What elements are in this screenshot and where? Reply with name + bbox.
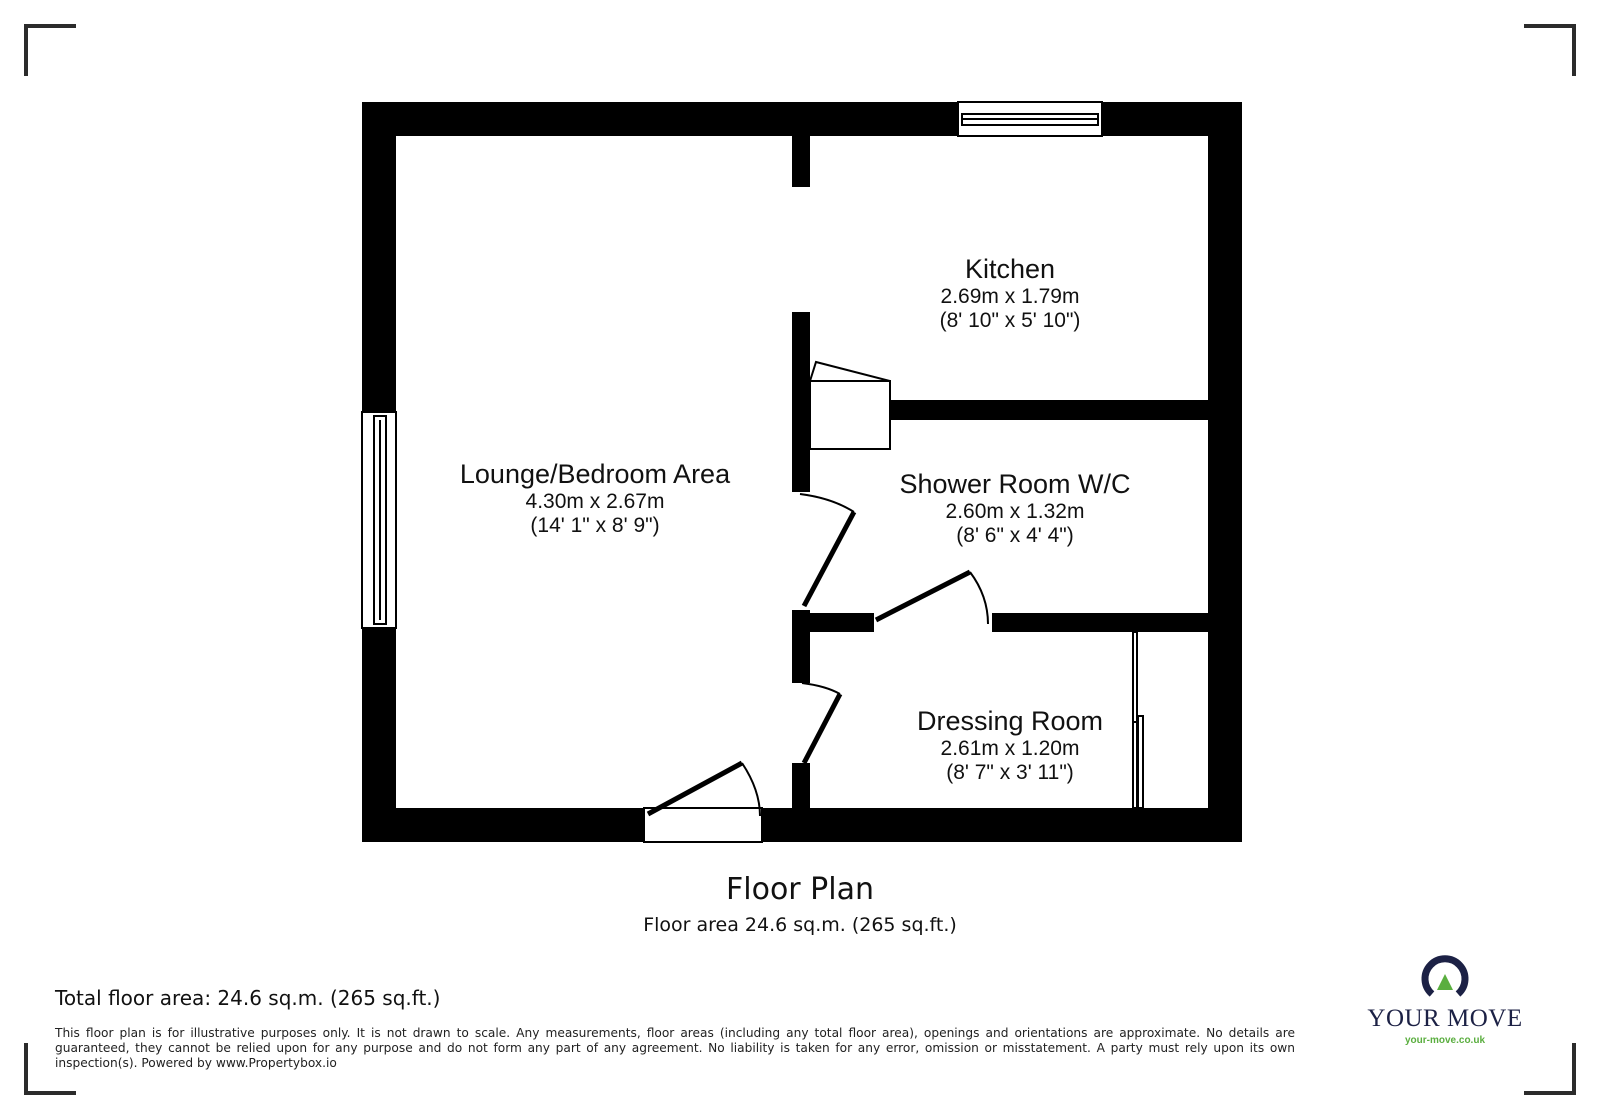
room-label-shower: Shower Room W/C 2.60m x 1.32m (8' 6" x 4… — [870, 469, 1160, 548]
door-shower-from-lounge — [799, 493, 857, 608]
door-shower-to-dressing — [874, 569, 989, 625]
internal-wall-upper — [792, 312, 810, 492]
room-label-lounge: Lounge/Bedroom Area 4.30m x 2.67m (14' 1… — [430, 459, 760, 538]
bottom-wall-right — [762, 808, 1242, 842]
total-floor-area: Total floor area: 24.6 sq.m. (265 sq.ft.… — [55, 986, 441, 1010]
room-name: Lounge/Bedroom Area — [459, 459, 731, 489]
plan-floor-area: Floor area 24.6 sq.m. (265 sq.ft.) — [643, 914, 957, 936]
room-label-kitchen: Kitchen 2.69m x 1.79m (8' 10" x 5' 10") — [880, 254, 1140, 333]
door-dressing-from-lounge — [801, 682, 843, 765]
left-wall-lower — [362, 628, 396, 842]
brand-url[interactable]: your-move.co.uk — [1404, 1035, 1486, 1046]
corner-mark-top-right — [1524, 24, 1576, 76]
room-dimensions-metric: 2.60m x 1.32m — [945, 499, 1085, 523]
room-dimensions-imperial: (14' 1" x 8' 9") — [530, 513, 660, 537]
walls — [362, 102, 1242, 842]
room-dimensions-imperial: (8' 7" x 3' 11") — [946, 760, 1074, 784]
corner-mark-top-left — [24, 24, 76, 76]
kitchen-unit — [809, 360, 891, 450]
room-dimensions-metric: 2.69m x 1.79m — [940, 284, 1080, 308]
your-move-logo: YOUR MOVE your-move.co.uk — [1360, 950, 1530, 1046]
corner-mark-bottom-left — [24, 1043, 76, 1095]
window-top — [957, 101, 1103, 137]
room-name: Kitchen — [964, 254, 1056, 284]
shower-dressing-wall-right — [992, 613, 1208, 632]
internal-wall-middle — [792, 610, 810, 683]
kitchen-stub-wall — [792, 136, 810, 187]
location-ring-icon — [1421, 955, 1469, 997]
bottom-wall-left — [362, 808, 644, 842]
room-name: Shower Room W/C — [899, 469, 1131, 499]
right-wall — [1208, 102, 1242, 842]
internal-wall-lower — [792, 763, 810, 808]
room-label-dressing: Dressing Room 2.61m x 1.20m (8' 7" x 3' … — [890, 706, 1130, 785]
top-wall-left — [362, 102, 958, 136]
window-left — [361, 411, 397, 629]
room-dimensions-metric: 2.61m x 1.20m — [940, 736, 1080, 760]
brand-name: YOUR MOVE — [1367, 1005, 1523, 1032]
plan-title: Floor Plan — [726, 872, 874, 907]
room-dimensions-imperial: (8' 10" x 5' 10") — [939, 308, 1081, 332]
left-wall-upper — [362, 102, 396, 412]
wardrobe-sliding-doors — [1132, 631, 1144, 809]
kitchen-shower-wall — [890, 400, 1208, 420]
entrance-door — [643, 760, 763, 843]
corner-mark-bottom-right — [1524, 1043, 1576, 1095]
shower-dressing-wall-left — [810, 613, 874, 632]
disclaimer-text: This floor plan is for illustrative purp… — [55, 1026, 1295, 1070]
room-dimensions-metric: 4.30m x 2.67m — [525, 489, 665, 513]
room-dimensions-imperial: (8' 6" x 4' 4") — [956, 523, 1074, 547]
room-name: Dressing Room — [916, 706, 1104, 736]
